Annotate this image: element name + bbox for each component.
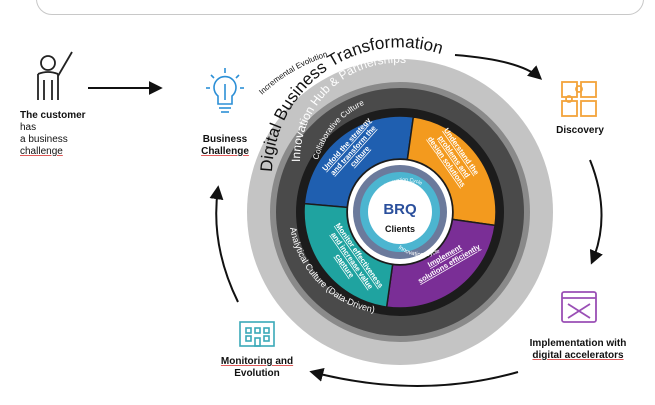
step-discovery: Discovery	[545, 125, 615, 137]
step-implementation: Implementation with digital accelerators	[518, 338, 638, 362]
arrow-monitoring-challenge	[209, 185, 239, 303]
business-challenge-line2: Challenge	[201, 146, 249, 157]
lightbulb-icon	[206, 68, 244, 113]
implementation-line2: digital accelerators	[532, 350, 624, 361]
discovery-label: Discovery	[556, 125, 604, 136]
segment-2	[406, 116, 497, 227]
arrow-incremental	[454, 54, 543, 80]
customer-line3: challenge	[20, 146, 63, 157]
arrow-discovery-implementation	[589, 159, 603, 265]
monitoring-line2: Evolution	[234, 368, 280, 379]
step-monitoring: Monitoring and Evolution	[212, 356, 302, 380]
center-label: Clients	[385, 224, 415, 234]
step-business-challenge: Business Challenge	[190, 134, 260, 158]
segment-group	[303, 115, 497, 309]
implementation-line1: Implementation with	[529, 338, 627, 349]
cycle-top-label: Innovation Cycle	[384, 177, 423, 189]
segment-3	[385, 218, 496, 309]
customer-bold: The customer	[20, 110, 86, 121]
monitoring-line1: Monitoring and	[220, 356, 294, 367]
customer-text: The customer has a business challenge	[20, 110, 90, 158]
arrow-implementation-monitoring	[309, 368, 519, 387]
customer-rest: has	[20, 122, 37, 133]
building-icon	[239, 321, 275, 347]
tools-icon	[561, 291, 597, 323]
person-icon	[37, 51, 73, 100]
segment-4	[303, 202, 394, 308]
customer-line2: a business	[20, 134, 68, 145]
center-white	[368, 180, 432, 244]
puzzle-icon	[561, 81, 597, 117]
center-logo: BRQ	[383, 201, 417, 218]
segment-1	[303, 115, 415, 209]
business-challenge-line1: Business	[202, 134, 248, 145]
